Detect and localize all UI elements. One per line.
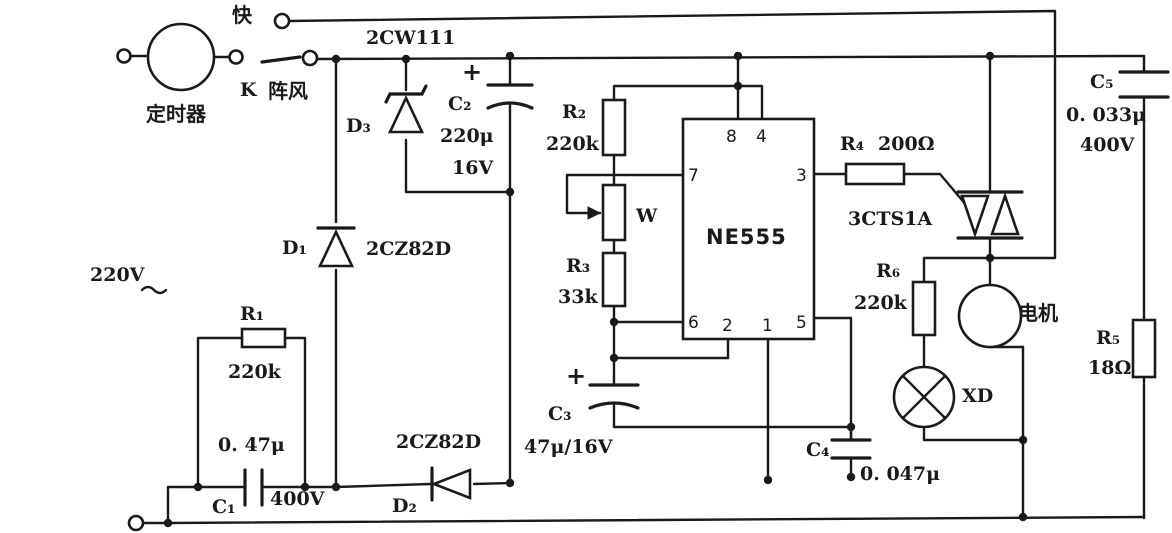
pin-6-label: 6 xyxy=(688,313,699,333)
timer-right-terminal xyxy=(228,49,244,65)
r3-value: 33k xyxy=(558,286,598,308)
pin-5-label: 5 xyxy=(796,313,807,333)
pin-7-label: 7 xyxy=(688,166,699,186)
r1-label: R₁ xyxy=(240,303,264,325)
resistor-r5 xyxy=(1131,318,1157,379)
switch-gust-terminal xyxy=(301,49,319,67)
triac-label: 3CTS1A xyxy=(848,208,932,230)
r2-value: 220k xyxy=(546,133,600,155)
c2-plus: + xyxy=(462,58,482,86)
capacitor-c4 xyxy=(830,438,872,460)
diode-d2 xyxy=(430,466,472,502)
r1-value: 220k xyxy=(228,361,282,383)
d1-part: 2CZ82D xyxy=(366,238,451,260)
junction-dots xyxy=(163,51,1028,528)
potentiometer-w xyxy=(587,183,627,242)
wiring xyxy=(142,9,1146,525)
r4-label: R₄ xyxy=(840,133,864,155)
w-label: W xyxy=(635,205,658,227)
fast-label: 快 xyxy=(232,3,253,27)
c3-plus: + xyxy=(566,362,586,390)
r5-value: 18Ω xyxy=(1088,357,1131,379)
capacitor-c3 xyxy=(588,383,640,410)
c2-voltage: 16V xyxy=(452,157,494,179)
ne555-chip xyxy=(681,117,816,341)
switch-fast-terminal xyxy=(273,12,291,30)
c5-label: C₅ xyxy=(1090,71,1113,93)
r2-label: R₂ xyxy=(562,101,586,123)
pin-1-label: 1 xyxy=(762,316,773,336)
c3-label: C₃ xyxy=(548,403,571,425)
supply-bottom-terminal xyxy=(127,514,145,532)
zener-diode-d3 xyxy=(384,84,428,134)
r6-value: 220k xyxy=(854,292,908,314)
c2-value: 220μ xyxy=(440,125,494,147)
capacitor-c2 xyxy=(486,83,534,110)
pin-3-label: 3 xyxy=(796,166,807,186)
timer-symbol xyxy=(146,22,216,92)
r3-label: R₃ xyxy=(566,255,590,277)
c5-voltage: 400V xyxy=(1080,134,1136,156)
diode-d1 xyxy=(316,226,356,268)
r6-label: R₆ xyxy=(876,260,900,282)
c2-label: C₂ xyxy=(448,93,471,115)
d1-label: D₁ xyxy=(282,237,307,259)
motor-symbol xyxy=(957,283,1023,349)
d3-label: D₃ xyxy=(346,115,371,137)
d2-part: 2CZ82D xyxy=(396,431,481,453)
indicator-lamp-xd xyxy=(892,365,956,429)
switch-label: K xyxy=(240,79,258,101)
d2-label: D₂ xyxy=(392,495,417,517)
c1-value: 0. 47μ xyxy=(218,434,285,456)
c5-value: 0. 033μ xyxy=(1066,104,1146,126)
c4-value: 0. 047μ xyxy=(860,463,940,485)
resistor-r3 xyxy=(601,251,627,308)
triac-3cts1a xyxy=(956,190,1024,240)
resistor-r2 xyxy=(601,98,627,157)
c4-label: C₄ xyxy=(806,439,829,461)
chip-label: NE555 xyxy=(706,225,787,249)
c3-value: 47μ/16V xyxy=(524,436,614,458)
timer-label: 定时器 xyxy=(146,102,207,126)
capacitor-c5 xyxy=(1118,70,1170,99)
pin-4-label: 4 xyxy=(756,127,767,147)
r5-label: R₅ xyxy=(1096,327,1120,349)
ac-tilde-icon xyxy=(140,285,168,295)
resistor-r4 xyxy=(844,162,906,186)
c1-label: C₁ xyxy=(212,496,235,518)
gust-label: 阵风 xyxy=(268,79,308,103)
pin-8-label: 8 xyxy=(726,127,737,147)
timer-switch-group xyxy=(116,12,319,532)
supply-voltage-label: 220V xyxy=(90,264,146,286)
r4-value: 200Ω xyxy=(878,133,935,155)
c1-voltage: 400V xyxy=(270,488,326,510)
switch-k-blade xyxy=(260,55,302,64)
lamp-label: XD xyxy=(962,385,993,407)
pin-2-label: 2 xyxy=(722,316,733,336)
capacitor-c1 xyxy=(243,468,264,507)
d3-part: 2CW111 xyxy=(366,27,455,49)
resistor-r6 xyxy=(911,280,937,337)
motor-label: 电机 xyxy=(1018,301,1058,325)
timer-left-terminal xyxy=(116,48,132,64)
resistor-r1 xyxy=(240,327,287,349)
